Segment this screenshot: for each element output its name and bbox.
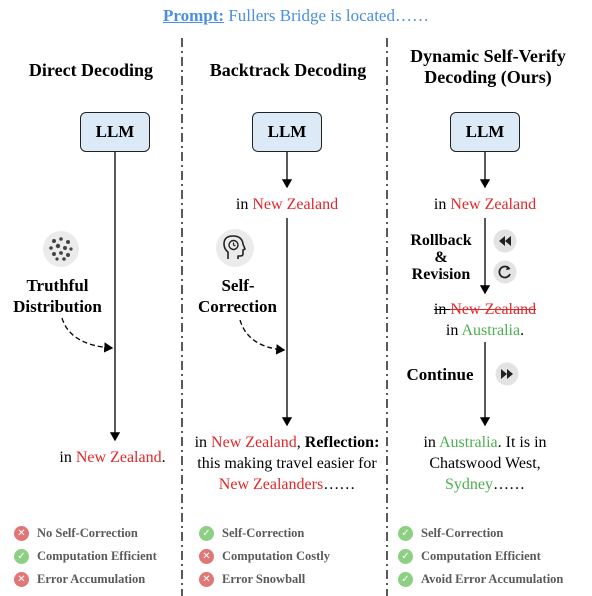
correction-label: Correction xyxy=(198,297,277,316)
truthful-label: Truthful xyxy=(26,276,89,295)
dynamic-revised-output: in Australia. xyxy=(445,322,525,339)
backtrack-status-list: ✓Self-Correction ✕Computation Costly ✕Er… xyxy=(199,522,330,591)
rewind-icon xyxy=(493,229,517,253)
prompt-header: Prompt: Fullers Bridge is located…… xyxy=(0,6,592,26)
x-icon: ✕ xyxy=(14,572,29,587)
check-icon: ✓ xyxy=(398,572,413,587)
dynamic-status-3: ✓Avoid Error Accumulation xyxy=(398,568,563,591)
direct-status-2: ✓Computation Efficient xyxy=(14,545,157,568)
direct-output: in New Zealand. xyxy=(59,449,166,466)
prompt-label: Prompt: xyxy=(163,6,225,25)
check-icon: ✓ xyxy=(14,549,29,564)
backtrack-title: Backtrack Decoding xyxy=(209,60,367,80)
direct-status-list: ✕No Self-Correction ✓Computation Efficie… xyxy=(14,522,157,591)
backtrack-first-output: in New Zealand xyxy=(235,196,339,213)
backtrack-status-2: ✕Computation Costly xyxy=(199,545,330,568)
backtrack-dashed-arrow xyxy=(239,319,286,355)
dynamic-final-output: in Australia. It is in Chatswood West, S… xyxy=(423,434,547,493)
x-icon: ✕ xyxy=(199,549,214,564)
backtrack-status-1: ✓Self-Correction xyxy=(199,522,330,545)
dynamic-status-list: ✓Self-Correction ✓Computation Efficient … xyxy=(398,522,563,591)
distribution-label: Distribution xyxy=(13,297,102,316)
x-icon: ✕ xyxy=(14,526,29,541)
direct-llm-box: LLM xyxy=(80,112,150,152)
direct-status-1: ✕No Self-Correction xyxy=(14,522,157,545)
direct-output-entity: New Zealand xyxy=(75,449,162,466)
dynamic-status-1: ✓Self-Correction xyxy=(398,522,563,545)
dynamic-struck-output: in New Zealand xyxy=(433,301,537,318)
distribution-icon xyxy=(43,231,79,267)
dynamic-first-output: in New Zealand xyxy=(433,196,537,213)
check-icon: ✓ xyxy=(199,526,214,541)
reflection-label: Reflection: xyxy=(304,434,380,451)
direct-dashed-arrow xyxy=(61,317,114,353)
x-icon: ✕ xyxy=(199,572,214,587)
self-label: Self- xyxy=(221,276,255,295)
backtrack-llm-box: LLM xyxy=(252,112,322,152)
head-thinking-icon xyxy=(216,229,254,267)
prompt-text: Fullers Bridge is located…… xyxy=(224,6,429,25)
dynamic-llm-box: LLM xyxy=(450,112,520,152)
direct-status-3: ✕Error Accumulation xyxy=(14,568,157,591)
dynamic-status-2: ✓Computation Efficient xyxy=(398,545,563,568)
rollback-revision-label: Rollback & Revision xyxy=(410,232,472,283)
dynamic-title: Dynamic Self-Verify Decoding (Ours) xyxy=(410,46,566,87)
fast-forward-icon xyxy=(495,362,519,386)
direct-title: Direct Decoding xyxy=(28,60,154,80)
backtrack-status-3: ✕Error Snowball xyxy=(199,568,330,591)
backtrack-output: in New Zealand, Reflection: this making … xyxy=(194,434,380,493)
check-icon: ✓ xyxy=(398,526,413,541)
continue-label: Continue xyxy=(406,365,474,384)
check-icon: ✓ xyxy=(398,549,413,564)
refresh-icon xyxy=(493,260,517,284)
